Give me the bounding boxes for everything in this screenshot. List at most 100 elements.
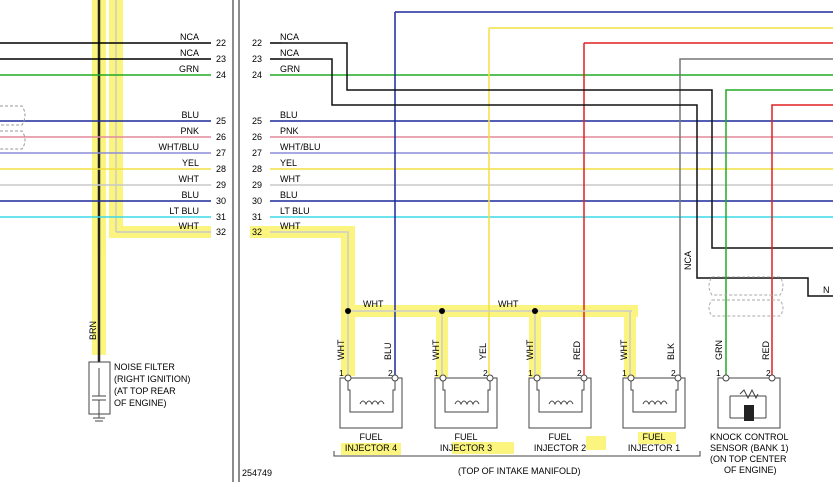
left-wire-label: WHT: [179, 174, 200, 184]
left-pin-number: 24: [216, 70, 226, 80]
injector-wire2-label: YEL: [478, 343, 488, 360]
left-pin-number: 22: [216, 38, 226, 48]
right-wire-label: WHT: [280, 174, 301, 184]
knock-pin2-terminal: [768, 374, 776, 382]
injector-pin2-terminal: [486, 374, 494, 382]
right-wire-label: BLU: [280, 110, 298, 120]
right-wire-label: LT BLU: [280, 206, 310, 216]
right-wire-label: YEL: [280, 158, 297, 168]
left-wire-label: NCA: [180, 48, 199, 58]
injector-wire2-label: BLK: [666, 343, 676, 360]
right-wire-label: WHT/BLU: [280, 142, 321, 152]
left-pin-number: 30: [216, 196, 226, 206]
right-wire-label: WHT: [280, 221, 301, 231]
right-wire-label: GRN: [280, 64, 300, 74]
knock-line-1: KNOCK CONTROL: [710, 432, 789, 442]
wht-distribution: [282, 231, 632, 312]
injector-wire1-label: WHT: [431, 339, 441, 360]
right-pin-number: 22: [252, 38, 262, 48]
grn-knock-wire: [725, 89, 833, 376]
coil-icon: [548, 400, 574, 406]
bus-label-2: WHT: [498, 299, 519, 309]
red-knock-wire: [771, 104, 833, 376]
noise-filter-line-2: (RIGHT IGNITION): [114, 374, 190, 384]
shield-knock-lower: [708, 299, 784, 317]
splice-dot-1: [345, 308, 351, 314]
injector-pin2-number: 2: [671, 368, 676, 378]
right-pin-number: 24: [252, 70, 262, 80]
left-wire-label: LT BLU: [169, 206, 199, 216]
injector-pin1-terminal: [344, 374, 352, 382]
injector-pin1-number: 1: [434, 368, 439, 378]
right-wire-label: NCA: [280, 32, 299, 42]
right-wire-label: BLU: [280, 190, 298, 200]
knock-sensor: 1 2 GRN RED KNOCK CONTROL SENSOR (BANK 1…: [710, 340, 789, 475]
left-pin-number: 32: [216, 227, 226, 237]
left-pin-number: 26: [216, 132, 226, 142]
injector-pin2-terminal: [674, 374, 682, 382]
left-wire-label: GRN: [179, 64, 199, 74]
left-pin-number: 31: [216, 212, 226, 222]
highlight-inj2-label: [586, 436, 606, 450]
right-pin-number: 23: [252, 54, 262, 64]
left-wire-label: NCA: [180, 32, 199, 42]
knock-wire1-label: GRN: [714, 340, 724, 360]
right-pin-number: 27: [252, 148, 262, 158]
injector-pin2-number: 2: [577, 368, 582, 378]
right-pin-number: 31: [252, 212, 262, 222]
injector-wire1-label: WHT: [336, 339, 346, 360]
injector-pin1-number: 1: [528, 368, 533, 378]
right-pin-number: 29: [252, 180, 262, 190]
left-pin-number: 29: [216, 180, 226, 190]
left-pin-number: 25: [216, 116, 226, 126]
left-pin-number: 23: [216, 54, 226, 64]
injector-name-line2: INJECTOR 1: [628, 443, 680, 453]
nca-23-route: [282, 58, 833, 297]
shield-fragment-left-2: [0, 130, 26, 150]
brn-label: BRN: [88, 321, 98, 340]
injector-wire1-label: WHT: [619, 339, 629, 360]
knock-resistor-icon: [739, 388, 759, 400]
injector-wire2-label: BLU: [383, 342, 393, 360]
left-wire-group: NCA22NCA23GRN24BLU25PNK26WHT/BLU27YEL28W…: [0, 32, 226, 237]
noise-filter: NOISE FILTER (RIGHT IGNITION) (AT TOP RE…: [88, 361, 190, 422]
manifold-label: (TOP OF INTAKE MANIFOLD): [458, 466, 581, 476]
blk-inj1-wire: [679, 58, 833, 376]
right-wire-group: 22NCA23NCA24GRN25BLU26PNK27WHT/BLU28YEL2…: [252, 32, 833, 237]
left-pin-number: 28: [216, 164, 226, 174]
coil-icon: [454, 400, 480, 406]
injector-name-line1: FUEL: [454, 432, 477, 442]
right-pin-number: 32: [252, 227, 262, 237]
injector-pin2-terminal: [391, 374, 399, 382]
noise-filter-line-3: (AT TOP REAR: [114, 386, 176, 396]
right-pin-number: 25: [252, 116, 262, 126]
left-wire-label: WHT: [179, 221, 200, 231]
knock-element-crystal: [744, 405, 754, 421]
knock-wire2-label: RED: [761, 340, 771, 360]
left-pin-number: 27: [216, 148, 226, 158]
splice-dot-3: [532, 308, 538, 314]
left-wire-label: BLU: [181, 190, 199, 200]
injector-coil-frame: [630, 381, 679, 413]
right-pin-number: 30: [252, 196, 262, 206]
right-pin-number: 28: [252, 164, 262, 174]
injector-pin2-number: 2: [388, 368, 393, 378]
injector-pin1-terminal: [439, 374, 447, 382]
left-wire-label: PNK: [180, 126, 199, 136]
injector-wire2-label: RED: [572, 340, 582, 360]
injector-wire1-label: WHT: [525, 339, 535, 360]
injector-coil-frame: [536, 381, 585, 413]
injector-name-line2: INJECTOR 4: [345, 443, 397, 453]
knock-line-4: OF ENGINE): [724, 465, 777, 475]
knock-line-2: SENSOR (BANK 1): [710, 443, 789, 453]
splice-dot-2: [439, 308, 445, 314]
highlight-inj4-label: [341, 443, 401, 455]
right-wire-label: PNK: [280, 126, 299, 136]
injector-coil-frame: [347, 381, 396, 413]
